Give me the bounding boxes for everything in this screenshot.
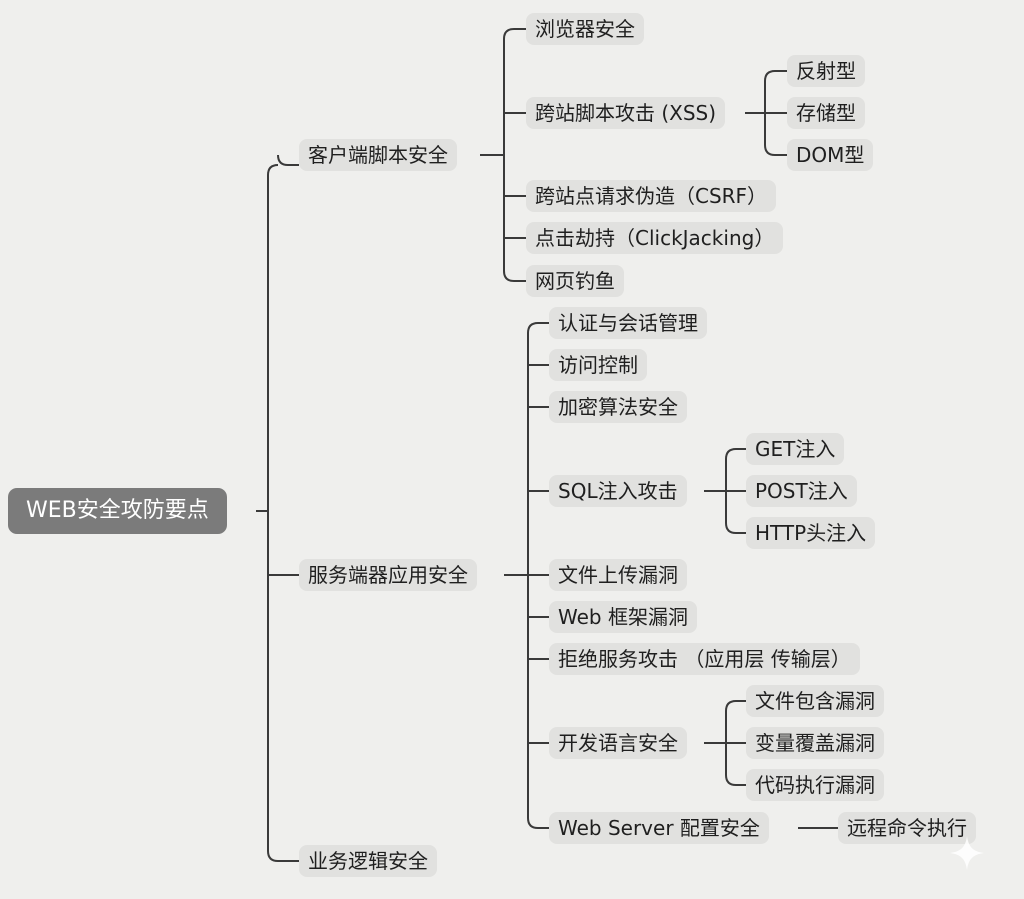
root-node[interactable]: WEB安全攻防要点 bbox=[8, 488, 227, 534]
node-xss-dom[interactable]: DOM型 bbox=[787, 139, 874, 171]
node-csrf[interactable]: 跨站点请求伪造（CSRF） bbox=[526, 180, 777, 212]
node-access-control[interactable]: 访问控制 bbox=[549, 349, 647, 381]
node-dos-attack[interactable]: 拒绝服务攻击 （应用层 传输层） bbox=[549, 643, 860, 675]
node-sql-injection[interactable]: SQL注入攻击 bbox=[549, 475, 687, 507]
node-browser-security[interactable]: 浏览器安全 bbox=[526, 13, 644, 45]
node-business-security[interactable]: 业务逻辑安全 bbox=[299, 845, 437, 877]
node-xss-stored[interactable]: 存储型 bbox=[787, 97, 865, 129]
node-remote-command-exec[interactable]: 远程命令执行 bbox=[838, 812, 976, 844]
node-phishing[interactable]: 网页钓鱼 bbox=[526, 265, 624, 297]
node-server-security[interactable]: 服务端器应用安全 bbox=[299, 559, 477, 591]
node-get-injection[interactable]: GET注入 bbox=[746, 433, 845, 465]
node-code-execution[interactable]: 代码执行漏洞 bbox=[746, 769, 884, 801]
node-auth-session[interactable]: 认证与会话管理 bbox=[549, 307, 707, 339]
node-xss[interactable]: 跨站脚本攻击 (XSS) bbox=[526, 97, 726, 129]
node-clickjacking[interactable]: 点击劫持（ClickJacking） bbox=[526, 222, 784, 254]
node-crypto-security[interactable]: 加密算法安全 bbox=[549, 391, 687, 423]
node-web-server-config[interactable]: Web Server 配置安全 bbox=[549, 812, 769, 844]
connector-to-client bbox=[277, 154, 299, 166]
node-xss-reflected[interactable]: 反射型 bbox=[787, 55, 865, 87]
sparkle-icon bbox=[950, 836, 984, 870]
node-file-upload[interactable]: 文件上传漏洞 bbox=[549, 559, 687, 591]
node-variable-overwrite[interactable]: 变量覆盖漏洞 bbox=[746, 727, 884, 759]
node-file-inclusion[interactable]: 文件包含漏洞 bbox=[746, 685, 884, 717]
node-client-security[interactable]: 客户端脚本安全 bbox=[299, 139, 457, 171]
connector-client-spine bbox=[503, 28, 515, 282]
node-http-header-injection[interactable]: HTTP头注入 bbox=[746, 517, 876, 549]
node-dev-language[interactable]: 开发语言安全 bbox=[549, 727, 687, 759]
node-web-framework[interactable]: Web 框架漏洞 bbox=[549, 601, 697, 633]
node-post-injection[interactable]: POST注入 bbox=[746, 475, 857, 507]
connector-root-spine bbox=[267, 164, 279, 862]
